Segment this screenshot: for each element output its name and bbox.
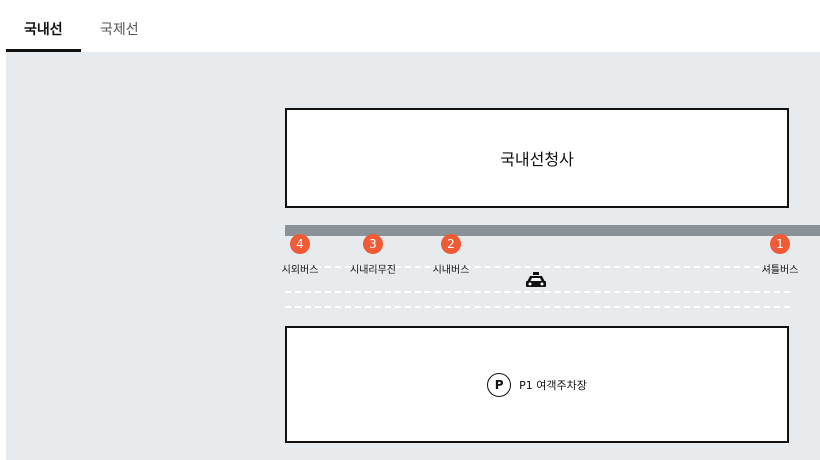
domestic-terminal-building: 국내선청사 [285, 108, 789, 208]
lane-line [285, 306, 790, 308]
stop-number-badge: 1 [770, 234, 790, 254]
tab-international[interactable]: 국제선 [100, 22, 139, 38]
stop-shuttle-bus[interactable]: 1 셔틀버스 [755, 234, 805, 276]
stop-label: 시내리무진 [350, 265, 396, 276]
lane-line [285, 291, 790, 293]
active-tab-indicator [6, 49, 81, 52]
stop-number-badge: 2 [441, 234, 461, 254]
stop-number-badge: 3 [363, 234, 383, 254]
terminal-tabs: 국내선 국제선 [0, 0, 820, 52]
tab-domestic[interactable]: 국내선 [24, 22, 63, 38]
taxi-icon [525, 272, 547, 290]
parking-label: P1 여객주차장 [519, 378, 587, 392]
stop-label: 셔틀버스 [761, 265, 799, 276]
stop-intercity-bus[interactable]: 4 시외버스 [278, 234, 322, 276]
stop-label: 시외버스 [281, 265, 319, 276]
lane-line [285, 266, 790, 268]
stop-label: 시내버스 [432, 265, 470, 276]
curb-strip [285, 225, 820, 236]
parking-icon: P [487, 372, 512, 397]
road-lanes [285, 236, 820, 316]
stop-city-limousine[interactable]: 3 시내리무진 [343, 234, 403, 276]
parking-lot-p1: P P1 여객주차장 [285, 326, 789, 443]
terminal-label: 국내선청사 [500, 150, 574, 169]
stop-number-badge: 4 [290, 234, 310, 254]
stop-city-bus[interactable]: 2 시내버스 [426, 234, 476, 276]
